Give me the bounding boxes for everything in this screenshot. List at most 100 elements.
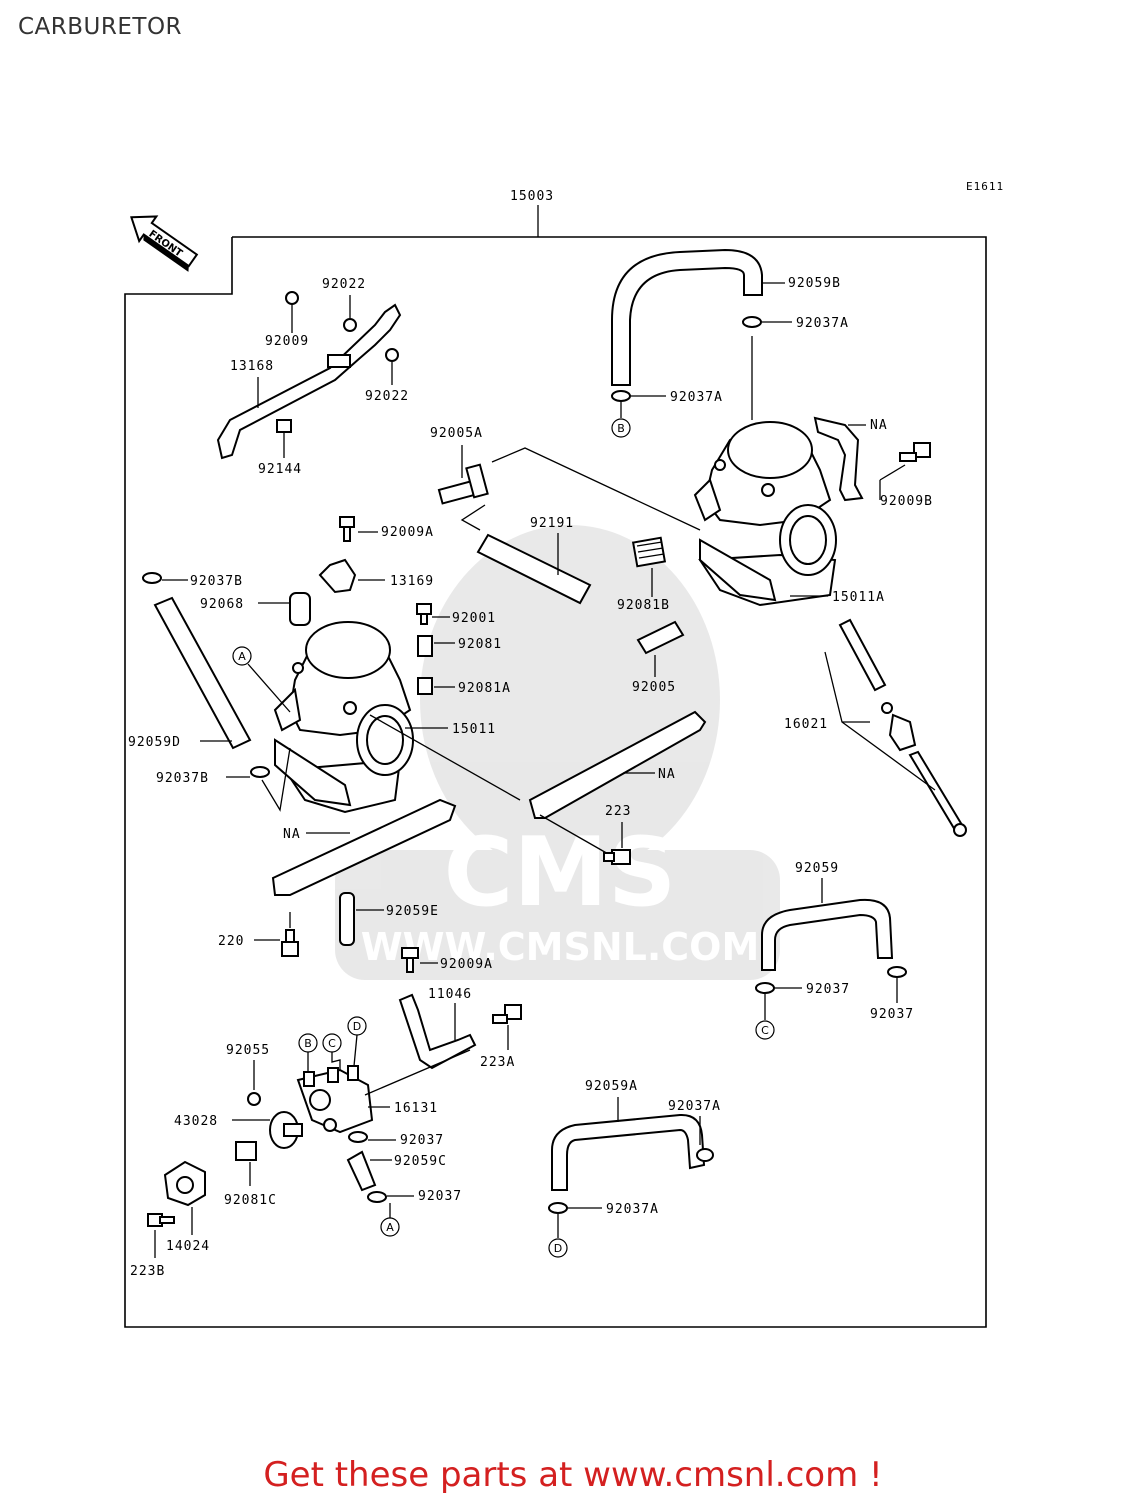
part-na-plate-2 [528, 710, 707, 819]
watermark: CMS WWW.CMSNL.COM [335, 525, 780, 980]
callout-92022-b: 92022 [365, 389, 409, 404]
marker-a-1-label: A [238, 650, 246, 663]
marker-a-2-label: A [386, 1221, 394, 1234]
part-15011a-carburetor [693, 421, 837, 607]
part-92001-screw [416, 603, 432, 625]
callout-14024: 14024 [166, 1239, 210, 1254]
callout-92191: 92191 [530, 516, 574, 531]
part-92037a-clip-3 [696, 1148, 714, 1162]
part-14024-cover [163, 1160, 206, 1207]
marker-c-2-label: C [328, 1037, 336, 1050]
callout-92009: 92009 [265, 334, 309, 349]
part-92037a-clip-4 [548, 1202, 568, 1214]
watermark-url: WWW.CMSNL.COM [361, 925, 760, 969]
watermark-brand: CMS [444, 818, 677, 928]
front-arrow-icon: FRONT [130, 215, 199, 272]
part-92022-nut-b [385, 348, 399, 362]
callout-43028: 43028 [174, 1114, 218, 1129]
callout-92055: 92055 [226, 1043, 270, 1058]
part-92059b-hose [611, 248, 763, 386]
callout-92005: 92005 [632, 680, 676, 695]
callout-223a: 223A [480, 1055, 515, 1070]
callout-92037-2: 92037 [870, 1007, 914, 1022]
part-92022-nut-a [343, 318, 357, 332]
callout-92037b-1: 92037B [190, 574, 243, 589]
callout-92037a-1: 92037A [796, 316, 849, 331]
callout-92009a-2: 92009A [440, 957, 493, 972]
part-92037-clip-2 [887, 966, 907, 978]
callout-13168: 13168 [230, 359, 274, 374]
part-92055-oring [247, 1092, 261, 1106]
marker-a-1 [232, 646, 252, 666]
callout-92081: 92081 [458, 637, 502, 652]
marker-b-2-label: B [304, 1037, 312, 1050]
part-92009-screw [285, 291, 299, 305]
part-92144-spring [276, 419, 292, 433]
assembly-frame [124, 236, 987, 1328]
part-92081b-spring [631, 536, 667, 568]
diagram-code: E1611 [966, 180, 1004, 193]
part-92037a-clip-2 [611, 390, 631, 402]
part-92005a-fitting [437, 463, 489, 505]
marker-d-2-label: D [554, 1242, 562, 1255]
part-92009a-screw-1 [339, 516, 355, 542]
callout-92059e: 92059E [386, 904, 439, 919]
callout-92037-1: 92037 [806, 982, 850, 997]
part-15011-carburetor [273, 621, 414, 814]
part-92059-hose [761, 898, 894, 971]
part-43028-diaphragm [269, 1111, 303, 1149]
part-223b-screw [147, 1213, 175, 1227]
footer-link[interactable]: Get these parts at www.cmsnl.com ! [263, 1455, 883, 1495]
callout-92037-4: 92037 [418, 1189, 462, 1204]
callout-na-3: NA [283, 827, 301, 842]
marker-d-2 [548, 1238, 568, 1258]
part-92191-tube [476, 533, 592, 605]
part-92009b-screw [899, 442, 931, 462]
part-223a-screw [492, 1004, 522, 1024]
part-11046-bracket [398, 993, 477, 1070]
callout-15003: 15003 [510, 189, 554, 204]
callout-16131: 16131 [394, 1101, 438, 1116]
part-92037-clip-1 [755, 982, 775, 994]
part-92037a-clip-1 [742, 316, 762, 328]
part-92059c-tube [346, 1150, 377, 1192]
marker-d-1-label: D [353, 1020, 361, 1033]
callout-92144: 92144 [258, 462, 302, 477]
callout-92059c: 92059C [394, 1154, 447, 1169]
callout-92001: 92001 [452, 611, 496, 626]
callout-92037-3: 92037 [400, 1133, 444, 1148]
callout-92037b-2: 92037B [156, 771, 209, 786]
marker-a-2 [380, 1217, 400, 1237]
callout-92005a: 92005A [430, 426, 483, 441]
part-92068-cap [289, 592, 311, 626]
callout-na-2: NA [658, 767, 676, 782]
callout-92068: 92068 [200, 597, 244, 612]
part-na-plate-3 [271, 798, 457, 896]
part-92059e-tube [339, 892, 355, 946]
callout-92081c: 92081C [224, 1193, 277, 1208]
callout-92037a-3: 92037A [668, 1099, 721, 1114]
part-92081c-spring [235, 1141, 257, 1161]
callout-13169: 13169 [390, 574, 434, 589]
marker-b-1-label: B [617, 422, 625, 435]
part-92005-jet [636, 620, 685, 655]
callout-92037a-2: 92037A [670, 390, 723, 405]
callout-92059a: 92059A [585, 1079, 638, 1094]
callout-223: 223 [605, 804, 631, 819]
part-92081-spring [417, 635, 433, 657]
part-13169-lever [318, 558, 357, 594]
callout-92009b: 92009B [880, 494, 933, 509]
marker-c-1-label: C [761, 1024, 769, 1037]
part-92037-clip-4 [367, 1191, 387, 1203]
part-92037b-clip-2 [250, 766, 270, 778]
marker-b-1 [611, 418, 631, 438]
callout-92081b: 92081B [617, 598, 670, 613]
callout-92059d: 92059D [128, 735, 181, 750]
callout-11046: 11046 [428, 987, 472, 1002]
page-title: CARBURETOR [18, 14, 183, 40]
part-13168-bracket [216, 303, 402, 460]
callout-na-1: NA [870, 418, 888, 433]
callout-92009a-1: 92009A [381, 525, 434, 540]
callout-92059b: 92059B [788, 276, 841, 291]
